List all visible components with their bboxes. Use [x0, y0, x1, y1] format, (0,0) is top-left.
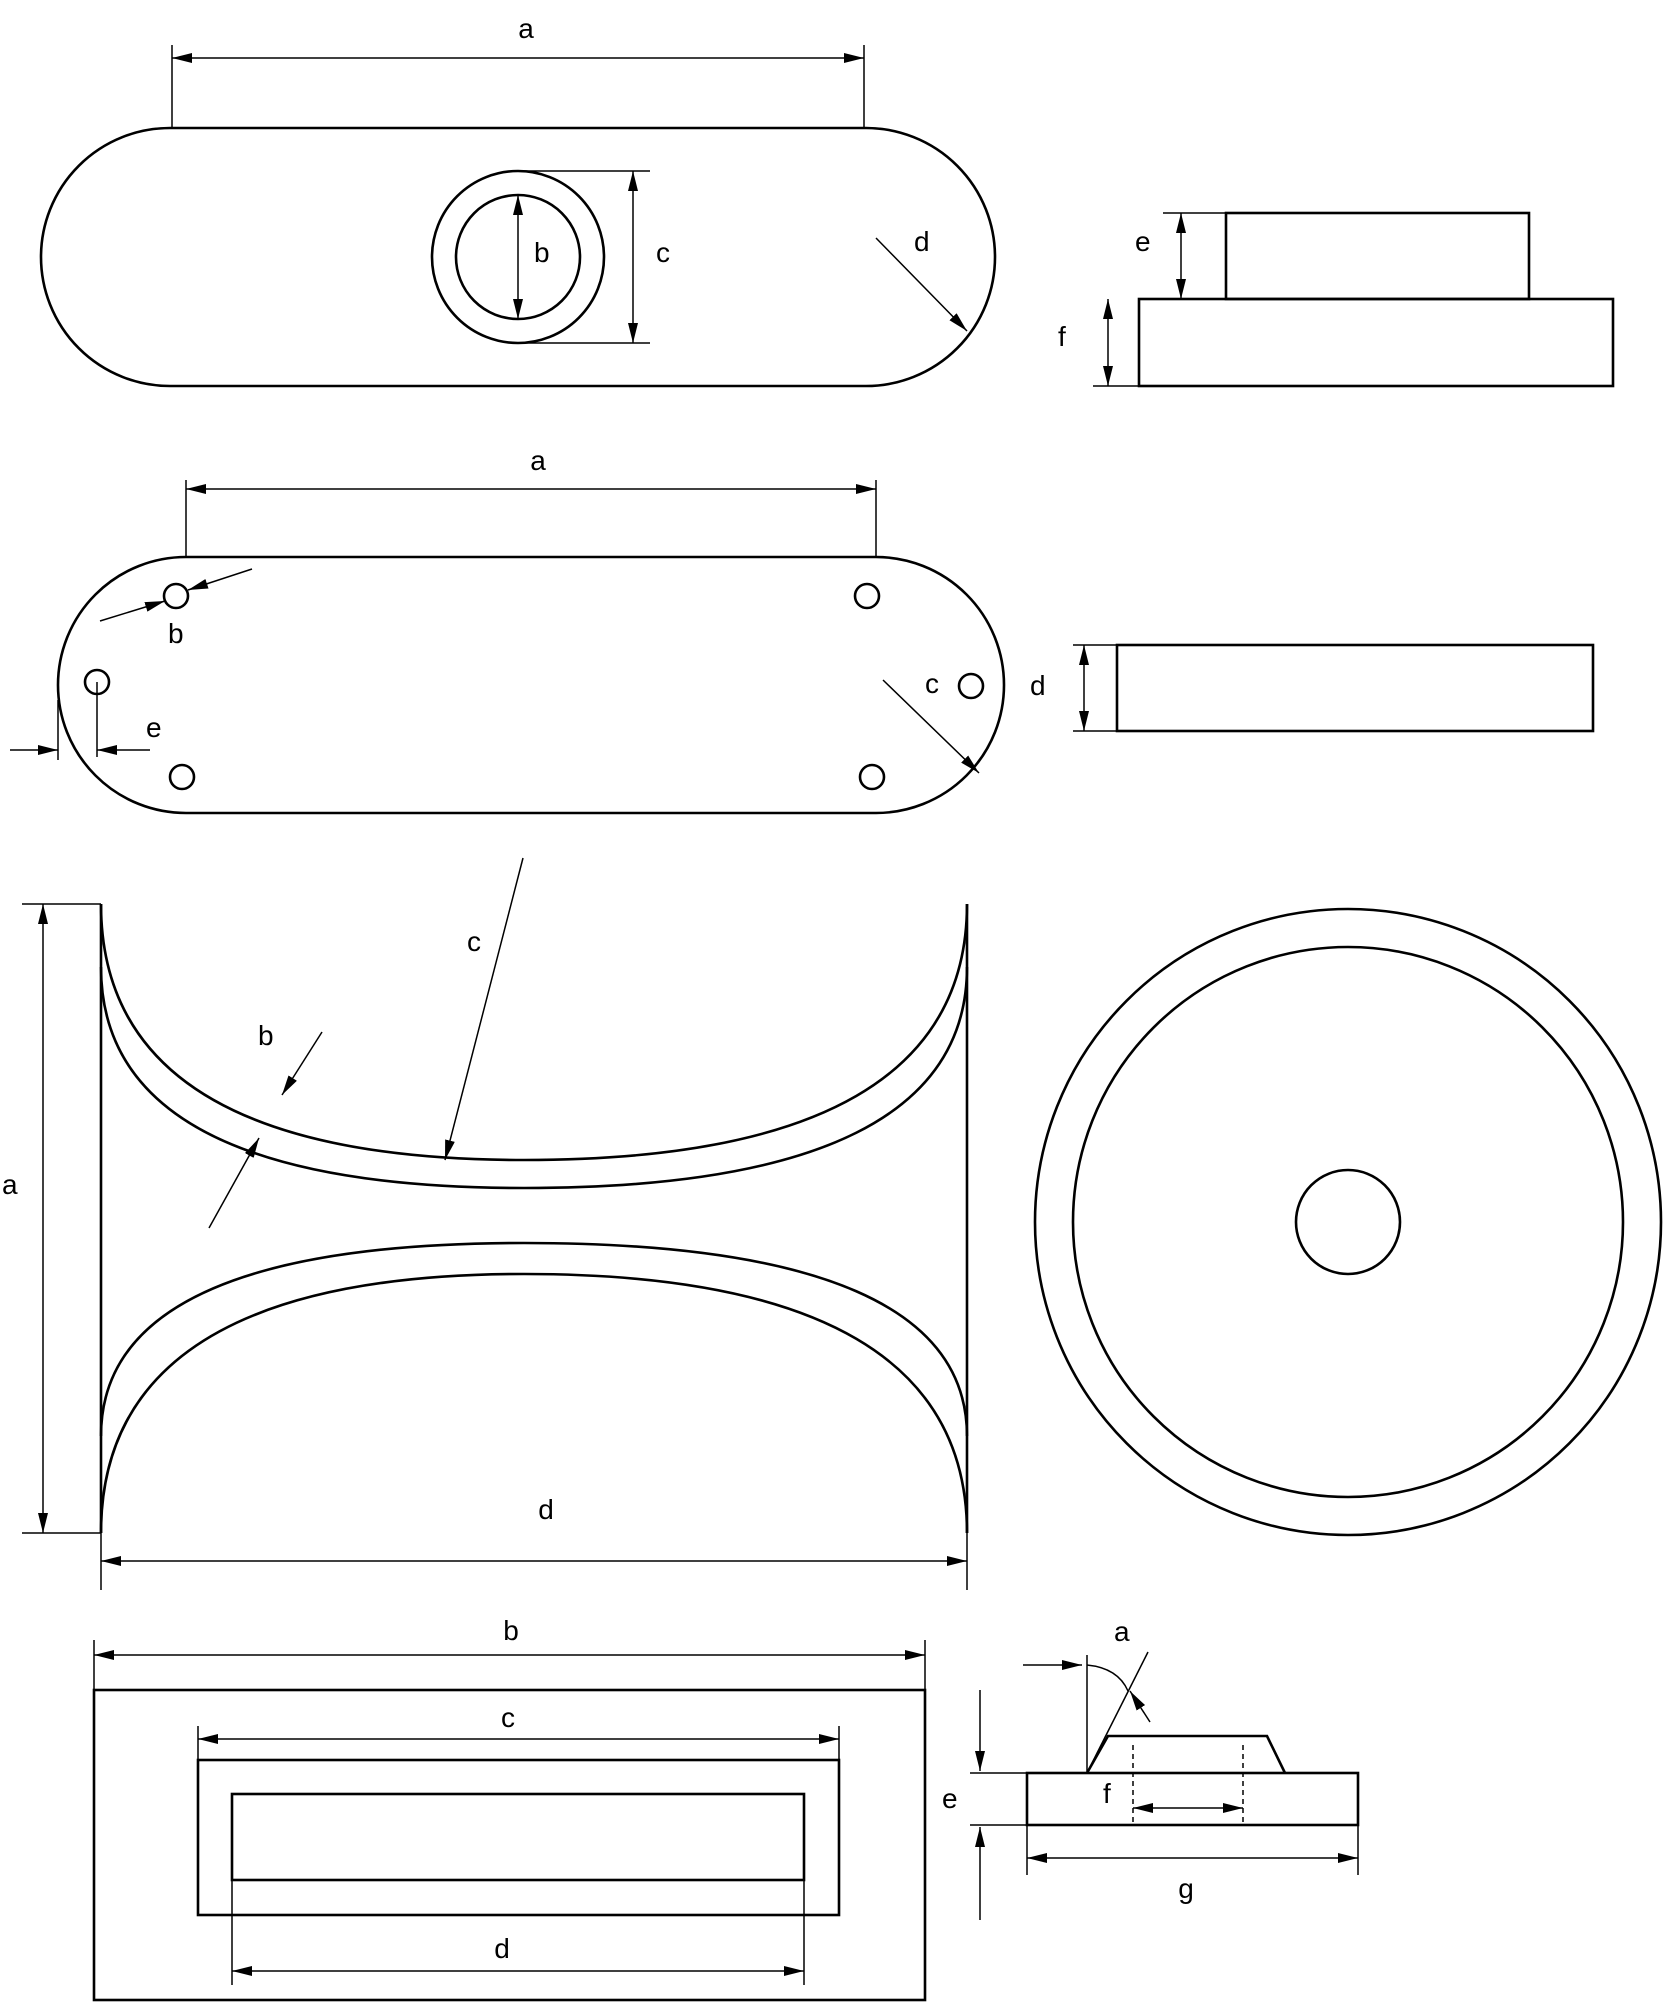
figure-3: a b c d — [2, 857, 1663, 1590]
dim-label-b: b — [503, 1615, 519, 1646]
dim-label-f: f — [1058, 321, 1066, 352]
angle-slope-line — [1086, 1651, 1149, 1774]
figure-2-top-view: a b c e — [10, 445, 1006, 815]
mounting-hole — [853, 582, 881, 610]
dim-label-c: c — [925, 668, 939, 699]
radius-leader-c — [444, 857, 524, 1161]
figure-1-top-view: a b c d — [39, 13, 997, 388]
dim-label-e: e — [146, 712, 162, 743]
dim-label-a: a — [1114, 1616, 1130, 1647]
figure-4-side-view: a e f g — [942, 1616, 1360, 1920]
angle-arc — [1086, 1664, 1129, 1692]
center-hole-circle — [1294, 1168, 1402, 1276]
figure-2: a b c e d — [10, 445, 1595, 815]
mounting-hole — [858, 763, 886, 791]
middle-rectangle — [196, 1758, 841, 1917]
dim-label-e: e — [942, 1783, 958, 1814]
base-plate — [1137, 297, 1615, 388]
mounting-hole — [162, 582, 190, 610]
stadium-plate-outline — [56, 555, 1006, 815]
dimension-arrow-b — [187, 568, 253, 591]
dim-label-d: d — [1030, 670, 1046, 701]
radius-leader-c — [882, 679, 980, 774]
trapezoid-raised-section — [1085, 1734, 1287, 1774]
radius-leader-d — [875, 237, 968, 332]
plate-side — [1115, 643, 1595, 733]
outer-rim-circle — [1033, 907, 1663, 1537]
dim-label-b: b — [168, 618, 184, 649]
lower-inner-arc — [99, 1241, 969, 1437]
dim-label-c: c — [656, 237, 670, 268]
dim-label-b: b — [534, 237, 550, 268]
mounting-hole — [957, 672, 985, 700]
lower-outer-arc — [99, 1272, 969, 1534]
dim-label-a: a — [2, 1169, 18, 1200]
dim-label-a: a — [518, 13, 534, 44]
dimension-arrow-b — [281, 1031, 323, 1096]
dim-label-d: d — [538, 1494, 554, 1525]
outer-frame — [92, 1688, 927, 2002]
dim-label-b: b — [258, 1020, 274, 1051]
figure-2-side-view: d — [1030, 643, 1595, 733]
upper-inner-arc — [99, 966, 969, 1190]
inner-rim-circle — [1071, 945, 1625, 1499]
dim-label-f: f — [1103, 1778, 1111, 1809]
figure-3-front-view: a b c d — [2, 857, 969, 1590]
figure-3-top-view — [1033, 907, 1663, 1537]
base-plate — [1025, 1771, 1360, 1827]
upper-outer-arc — [99, 903, 969, 1162]
upper-block — [1224, 211, 1531, 301]
dim-label-c: c — [467, 926, 481, 957]
dim-label-a: a — [530, 445, 546, 476]
angle-arrow-a — [1129, 1690, 1151, 1723]
figure-4-top-view: b c d — [92, 1615, 927, 2002]
figure-1: a b c d e f — [39, 13, 1615, 388]
dimension-arrow-b — [208, 1137, 260, 1229]
dimension-arrow-b — [99, 600, 166, 622]
figure-1-side-view: e f — [1058, 211, 1615, 388]
dim-label-c: c — [501, 1702, 515, 1733]
inner-rectangle — [230, 1792, 806, 1882]
figure-4: b c d a — [92, 1615, 1360, 2002]
dim-label-d: d — [494, 1933, 510, 1964]
mounting-hole — [168, 763, 196, 791]
dim-label-d: d — [914, 226, 930, 257]
stadium-plate-outline — [39, 126, 997, 388]
dim-label-e: e — [1135, 226, 1151, 257]
dim-label-g: g — [1178, 1873, 1194, 1904]
